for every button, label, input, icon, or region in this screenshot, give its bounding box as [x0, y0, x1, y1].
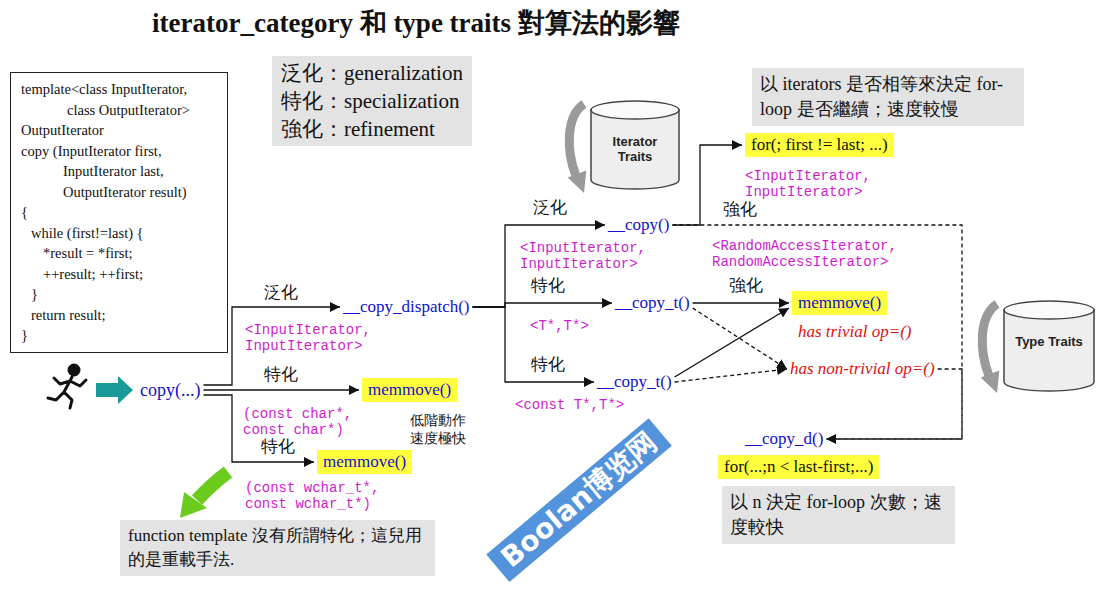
runner-figure [48, 365, 86, 408]
function-name: __copy_t()<const T*,T*> [597, 371, 672, 393]
node-subtext: <T*,T*> [530, 318, 589, 334]
green-callout-arrow [197, 472, 228, 500]
connector [693, 302, 789, 303]
node-text: while (first!=last) { [21, 223, 217, 244]
edge-label: 泛化 [263, 283, 299, 303]
lookup-arrow-head [568, 170, 587, 193]
node-text: __copy_t() [597, 371, 672, 393]
code-box: template<class InputIterator,class Outpu… [10, 72, 228, 353]
node-subtext: <InputIterator, InputIterator> [520, 240, 670, 272]
function-name: __copy()<InputIterator, InputIterator> [608, 214, 669, 236]
node-text: __copy_d() [745, 428, 823, 450]
edge-label: 強化 [722, 200, 758, 220]
cylinder-top [591, 101, 679, 119]
runner-body [48, 377, 86, 408]
lookup-arrow-head [981, 370, 1000, 393]
function-highlight: memmove()(const wchar_t*, const wchar_t*… [317, 450, 412, 474]
node-text: has non-trivial op=() [790, 358, 935, 380]
diagram-title: iterator_category 和 type traits 對算法的影響 [152, 6, 680, 40]
lookup-arrow [982, 304, 997, 376]
node-text: __copy() [608, 214, 669, 236]
edge-label: 特化 [530, 276, 566, 296]
node-text: __copy_t() [615, 292, 690, 314]
node-text: InputIterator last, [21, 161, 217, 182]
node-text: } [21, 284, 217, 305]
node-subtext: <InputIterator, InputIterator> [245, 322, 395, 354]
connector [675, 369, 787, 382]
node-text: memmove() [798, 292, 881, 314]
node-text: OutputIterator [21, 120, 217, 141]
node-text: *result = *first; [21, 243, 217, 264]
node-text: template<class InputIterator, [21, 79, 217, 100]
node-text: 特化：specialization [281, 87, 463, 115]
condition-text: has non-trivial op=() [790, 358, 935, 380]
connector [473, 307, 594, 382]
node-subtext: (const wchar_t*, const wchar_t*) [245, 480, 415, 512]
edge-label: 強化 [728, 276, 764, 296]
node-text: Type Traits [1003, 300, 1095, 349]
connector [672, 225, 962, 439]
node-subtext: <InputIterator, InputIterator> [745, 168, 895, 200]
cylinder-body [1004, 309, 1094, 391]
node-text: copy (InputIterator first, [21, 141, 217, 162]
node-text: memmove() [368, 379, 451, 401]
connector [675, 308, 789, 377]
function-name: __copy_d() [745, 428, 823, 450]
node-text: memmove() [323, 451, 406, 473]
node-subtext: (const char*, const char*) [243, 406, 383, 438]
watermark: Boolan博览网 [486, 418, 672, 582]
node-text: 以 n 決定 for-loop 次數；速度較快 [730, 490, 947, 540]
annotation: 低階動作 速度極快 [410, 412, 472, 448]
traits-cylinder: Type Traits [1003, 300, 1095, 392]
code-highlight: for(; first != last; ...)<InputIterator,… [745, 133, 894, 157]
node-subtext: has trivial op=() [798, 321, 911, 343]
node-text: class OutputIterator> [21, 100, 217, 121]
node-text: } [21, 325, 217, 346]
node-text: __copy_dispatch() [343, 296, 470, 318]
teal-arrow [96, 376, 133, 404]
function-name: __copy_t()<T*,T*> [615, 292, 690, 314]
term-box: 泛化：generalization特化：specialization強化：ref… [272, 56, 472, 146]
lookup-arrow [569, 104, 584, 176]
cylinder-top [1004, 301, 1094, 319]
function-highlight: memmove()(const char*, const char*) [362, 378, 457, 402]
connector [203, 389, 359, 390]
node-text: return result; [21, 305, 217, 326]
node-text: function template 沒有所謂特化；這兒用的是重載手法. [128, 524, 427, 572]
node-text: OutputIterator result) [21, 182, 217, 203]
edge-label: 泛化 [532, 198, 568, 218]
node-text: 泛化：generalization [281, 59, 463, 87]
note-box: 以 iterators 是否相等來決定 for-loop 是否繼續；速度較慢 [752, 68, 1024, 126]
function-name: __copy_dispatch()<InputIterator, InputIt… [343, 296, 470, 318]
edge-label: 特化 [260, 437, 296, 457]
edge-label: 特化 [263, 365, 299, 385]
runner-head [69, 365, 79, 375]
traits-cylinder: Iterator Traits [590, 100, 680, 190]
connectors [203, 145, 962, 462]
node-text: for(...;n < last-first;...) [724, 456, 873, 478]
node-text: { [21, 202, 217, 223]
node-text: 強化：refinement [281, 115, 463, 143]
note-box: 以 n 決定 for-loop 次數；速度較快 [722, 486, 955, 544]
node-text: ++result; ++first; [21, 264, 217, 285]
node-text: for(; first != last; ...) [751, 134, 888, 156]
node-text: Iterator Traits [590, 100, 680, 164]
note-box: function template 沒有所謂特化；這兒用的是重載手法. [120, 520, 435, 576]
function-highlight: memmove()has trivial op=() [792, 291, 887, 315]
edge-label: 特化 [530, 355, 566, 375]
node-subtext: <const T*,T*> [515, 397, 624, 413]
template-args: <RandomAccessIterator, RandomAccessItera… [712, 238, 912, 270]
function-name: copy(...) [140, 379, 200, 401]
green-arrow-head [180, 492, 207, 518]
code-highlight: for(...;n < last-first;...) [718, 455, 879, 479]
connector [826, 369, 962, 439]
node-text: copy(...) [140, 379, 200, 401]
node-text: 以 iterators 是否相等來決定 for-loop 是否繼續；速度較慢 [760, 72, 1016, 122]
